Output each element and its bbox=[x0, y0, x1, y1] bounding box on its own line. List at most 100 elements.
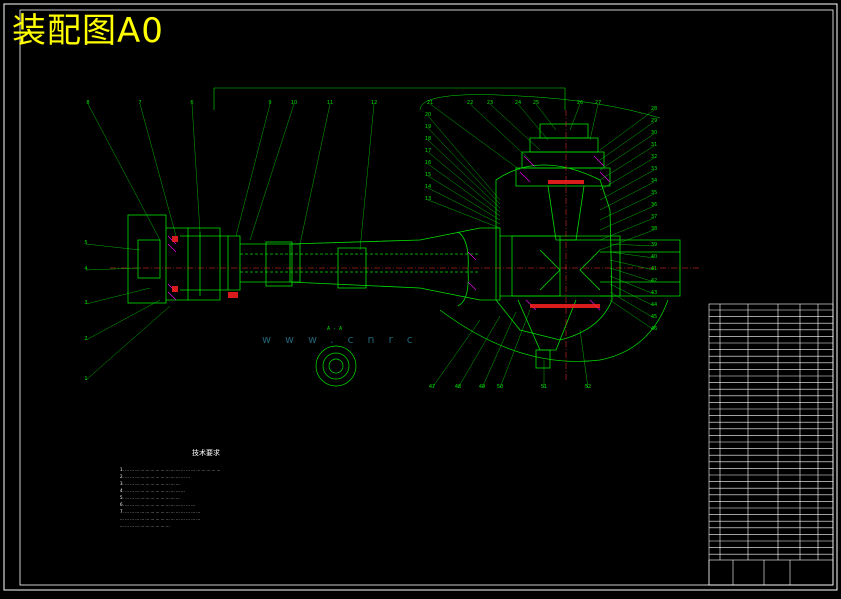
balloon-label: 35 bbox=[651, 190, 657, 196]
balloon-label: 30 bbox=[651, 130, 657, 136]
balloon-label: 22 bbox=[467, 100, 473, 106]
centerlines bbox=[110, 110, 700, 380]
note-line: 7. ... ... ... ... ... ... ... ... ... .… bbox=[120, 509, 201, 514]
balloon-label: 34 bbox=[651, 178, 657, 184]
leader-line bbox=[517, 103, 549, 141]
note-line: 4. ... ... ... ... ... ... ... ... ... .… bbox=[120, 488, 185, 493]
section-label: A - A bbox=[327, 326, 343, 332]
balloon-label: 26 bbox=[577, 100, 583, 106]
note-line: 6. ... ... ... ... ... ... ... ... ... .… bbox=[120, 502, 196, 507]
leader-line bbox=[299, 103, 331, 245]
leader-line bbox=[359, 103, 375, 251]
note-line: 5. ... ... ... ... ... ... ... ... ... .… bbox=[120, 495, 180, 500]
balloon-label: 52 bbox=[585, 384, 591, 390]
leader-line bbox=[427, 139, 501, 209]
balloon-label: 32 bbox=[651, 154, 657, 160]
outer-border bbox=[3, 3, 838, 591]
leader-line bbox=[499, 309, 531, 389]
inner-border bbox=[19, 9, 834, 586]
balloon-label: 16 bbox=[425, 160, 431, 166]
balloon-label: 47 bbox=[429, 384, 435, 390]
balloon-label: 6 bbox=[190, 100, 193, 106]
balloon-label: 9 bbox=[268, 100, 271, 106]
leader-line bbox=[599, 157, 655, 191]
leader-line bbox=[609, 259, 655, 271]
housing-arc-upper bbox=[419, 94, 661, 119]
balloon-label: 13 bbox=[425, 196, 431, 202]
balloon-label: 5 bbox=[84, 240, 87, 246]
balloon-label: 23 bbox=[487, 100, 493, 106]
watermark: www.cnrc bbox=[262, 333, 427, 346]
balloon-label: 18 bbox=[425, 136, 431, 142]
leader-line bbox=[599, 169, 655, 201]
technical-notes-heading: 技术要求 bbox=[192, 449, 220, 457]
balloon-label: 7 bbox=[138, 100, 141, 106]
balloon-label: 50 bbox=[497, 384, 503, 390]
balloon-label: 38 bbox=[651, 226, 657, 232]
leader-line bbox=[235, 103, 271, 237]
leader-line bbox=[429, 103, 521, 171]
balloon-label: 12 bbox=[371, 100, 377, 106]
balloon-label: 2 bbox=[84, 336, 87, 342]
balloon-label: 51 bbox=[541, 384, 547, 390]
leader-line bbox=[589, 103, 599, 141]
leader-line bbox=[599, 121, 655, 161]
balloon-label: 41 bbox=[651, 266, 657, 272]
leader-line bbox=[85, 299, 161, 341]
section-fill bbox=[172, 180, 600, 308]
leader-lines bbox=[85, 103, 655, 389]
parts-list-table bbox=[708, 303, 834, 586]
leader-line bbox=[609, 275, 655, 295]
leader-line bbox=[249, 103, 295, 241]
balloon-label: 46 bbox=[651, 326, 657, 332]
leader-line bbox=[579, 329, 589, 389]
balloon-label: 36 bbox=[651, 202, 657, 208]
balloon-label: 43 bbox=[651, 290, 657, 296]
note-line: 1. ... ... ... ... ... ... ... ... ... .… bbox=[120, 467, 221, 472]
leader-line bbox=[599, 145, 655, 181]
leader-line bbox=[85, 287, 151, 305]
balloon-label: 37 bbox=[651, 214, 657, 220]
leader-line bbox=[609, 251, 655, 259]
balloon-label: 21 bbox=[427, 100, 433, 106]
balloon-label: 25 bbox=[533, 100, 539, 106]
leader-line bbox=[599, 229, 655, 251]
leader-line bbox=[609, 299, 655, 331]
leader-line bbox=[469, 103, 531, 161]
leader-line bbox=[599, 109, 655, 151]
balloon-label: 40 bbox=[651, 254, 657, 260]
leader-line bbox=[609, 291, 655, 319]
leader-line bbox=[191, 103, 201, 233]
leader-line bbox=[427, 127, 501, 205]
axle-housing bbox=[127, 214, 681, 304]
leader-line bbox=[609, 283, 655, 307]
leader-line bbox=[427, 187, 501, 225]
note-line: 2. ... ... ... ... ... ... ... ... ... .… bbox=[120, 474, 190, 479]
leader-line bbox=[599, 193, 655, 221]
balloon-label: 14 bbox=[425, 184, 431, 190]
balloon-label: 4 bbox=[84, 266, 87, 272]
balloon-label: 44 bbox=[651, 302, 657, 308]
leader-line bbox=[609, 267, 655, 283]
leader-line bbox=[427, 175, 501, 221]
note-line: ... ... ... ... ... ... ... ... ... ... … bbox=[120, 516, 201, 521]
balloon-label: 11 bbox=[327, 100, 333, 106]
balloon-label: 45 bbox=[651, 314, 657, 320]
balloon-label: 17 bbox=[425, 148, 431, 154]
leader-line bbox=[427, 199, 501, 229]
leader-line bbox=[85, 243, 141, 251]
overall-dimension-line bbox=[213, 87, 566, 110]
balloon-label: 15 bbox=[425, 172, 431, 178]
leader-line bbox=[427, 163, 501, 217]
differential-case bbox=[457, 123, 621, 369]
balloon-label: 24 bbox=[515, 100, 521, 106]
leader-line bbox=[87, 103, 161, 241]
balloon-label: 31 bbox=[651, 142, 657, 148]
leader-line bbox=[599, 217, 655, 241]
note-line: 3. ... ... ... ... ... ... ... ... ... .… bbox=[120, 481, 180, 486]
balloon-label: 42 bbox=[651, 278, 657, 284]
balloon-label: 3 bbox=[84, 300, 87, 306]
leader-line bbox=[599, 181, 655, 211]
